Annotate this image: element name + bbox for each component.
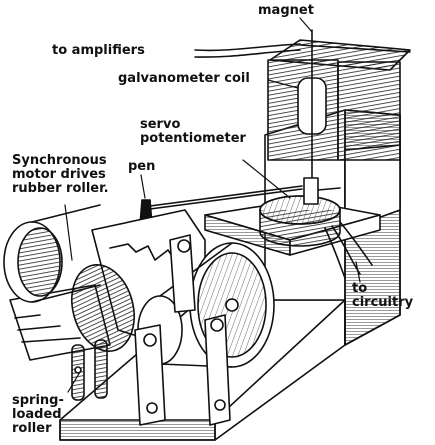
label-servo-potentiometer: servo potentiometer xyxy=(140,118,246,146)
label-spring-line-1: spring- xyxy=(12,393,64,408)
label-spring-loaded-roller: spring- loaded roller xyxy=(12,394,64,436)
label-synchronous-line-1: Synchronous xyxy=(12,153,107,168)
label-to-circuitry: to circuitry xyxy=(352,282,413,310)
label-pen: pen xyxy=(128,159,156,174)
leader-lines xyxy=(64,17,361,393)
label-circuitry-line-2: circuitry xyxy=(352,295,414,310)
label-galvanometer-coil: galvanometer coil xyxy=(118,71,250,86)
label-spring-line-2: loaded xyxy=(12,407,62,422)
label-spring-line-3: roller xyxy=(12,421,52,436)
label-servo-line-1: servo xyxy=(140,117,181,132)
label-synchronous-motor: Synchronous motor drives rubber roller. xyxy=(12,154,109,196)
magnet-block xyxy=(267,29,411,196)
label-magnet: magnet xyxy=(258,3,314,18)
brackets xyxy=(134,234,231,426)
spring-roller-pins xyxy=(71,339,108,401)
label-servo-line-2: potentiometer xyxy=(140,131,246,146)
label-synchronous-line-3: rubber roller. xyxy=(12,181,109,196)
label-synchronous-line-2: motor drives xyxy=(12,167,106,182)
amplifier-wire xyxy=(194,43,301,52)
label-circuitry-line-1: to xyxy=(352,281,368,296)
drive-roller xyxy=(3,204,135,353)
label-to-amplifiers: to amplifiers xyxy=(52,43,145,58)
potentiometer-disk xyxy=(259,177,341,247)
